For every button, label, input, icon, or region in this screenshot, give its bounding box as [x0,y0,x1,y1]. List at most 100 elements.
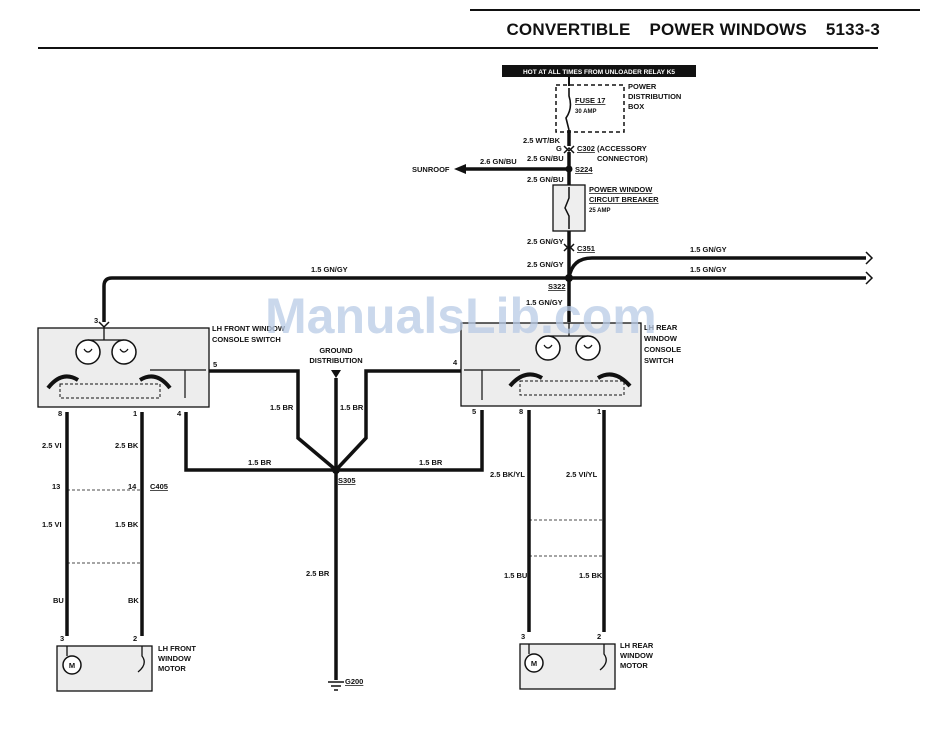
circuit-breaker-symbol [564,187,570,229]
sunroof-arrow-icon [454,164,466,174]
fuse-symbol [565,88,572,131]
fuse-name: FUSE 17 [575,96,605,105]
front-motor-internal-wiring [66,646,145,673]
rear-wire-a-top: 2.5 BK/YL [490,470,525,479]
wire-after-c351-label: 2.5 GN/GY [527,260,564,269]
front-switch-lamp-filaments [83,348,129,353]
rear-motor-label-2: WINDOW [620,651,654,660]
rear-switch-link [519,380,625,396]
power-distribution-box [555,84,625,133]
front-wire-a-top: 2.5 VI [42,441,62,450]
connector-desc-1: (ACCESSORY [597,144,647,153]
wire-front-pin4-label: 1.5 BR [248,458,272,467]
rear-motor-label-1: LH REAR [620,641,654,650]
wire-rear-pin5-label: 1.5 BR [419,458,443,467]
header-rule-top [470,9,920,11]
rear-motor-icon [524,653,544,673]
header-system: POWER WINDOWS [649,20,807,39]
splice-s224: S224 [575,165,593,174]
connector-desc-2: CONNECTOR) [597,154,648,163]
wire-front-pin4-ground [184,412,336,472]
ground-distribution-arrow-icon [331,370,341,378]
front-motor-label-1: LH FRONT [158,644,196,653]
wire-ground-left-label: 1.5 BR [270,403,294,412]
connector-c302: C302 [577,144,595,153]
front-switch-pin-3-arrow [98,321,110,329]
wire-right-upper-label: 1.5 GN/GY [690,245,727,254]
ground-dist-label-1: GROUND [319,346,353,355]
front-switch-label-1: LH FRONT WINDOW [212,324,286,333]
rear-switch-label-4: SWITCH [644,356,674,365]
pdb-label-2: DISTRIBUTION [628,92,681,101]
ground-symbol-icon [328,681,344,691]
rear-motor-pin-3: 3 [521,632,525,641]
wire-left-label: 1.5 GN/GY [311,265,348,274]
rear-switch-label-2: WINDOW [644,334,678,343]
front-wire-a-low: BU [53,596,64,605]
wire-cb-out-label: 2.5 GN/GY [527,237,564,246]
front-motor-pin-2: 2 [133,634,137,643]
front-motor-symbol: M [69,661,75,670]
rear-switch-lamp-filaments [543,344,593,349]
rear-switch-label-1: LH REAR [644,323,678,332]
front-conn-pin-13: 13 [52,482,60,491]
wire-ground-right-branch [334,369,461,472]
cb-label-1: POWER WINDOW [589,185,653,194]
wire-sunroof-label: 2.6 GN/BU [480,157,517,166]
wire-to-rear-switch-label: 1.5 GN/GY [526,298,563,307]
wire-to-cb-label: 2.5 GN/BU [527,175,564,184]
wire-to-ground-label: 2.5 BR [306,569,330,578]
front-conn-pin-14: 14 [128,482,137,491]
connector-c302-symbol [563,145,575,154]
rear-switch-label-3: CONSOLE [644,345,681,354]
header-page-number: 5133-3 [825,20,880,39]
front-switch-pin-8: 8 [58,409,62,418]
connector-c351: C351 [577,244,595,253]
watermark: ManualsLib.com [265,288,657,344]
sunroof-label: SUNROOF [412,165,450,174]
wire-ground-left-branch [209,369,338,472]
rear-motor-internal-wiring [528,644,607,671]
wire-right-lower-arrow-icon [865,271,874,285]
wire-connector-out-label: 2.5 GN/BU [527,154,564,163]
front-wire-b-top: 2.5 BK [115,441,139,450]
header-rule-bottom [38,47,878,49]
connector-c405: C405 [150,482,168,491]
front-switch-link [59,383,161,399]
front-motor-label-2: WINDOW [158,654,192,663]
front-switch-pin-3: 3 [94,316,98,325]
rear-switch-pin-8: 8 [519,407,523,416]
ground-point-g200: G200 [345,677,363,686]
pdb-label-3: BOX [628,102,644,111]
hot-at-all-times-label: HOT AT ALL TIMES FROM UNLOADER RELAY K5 [523,69,675,76]
rear-switch-rocker-icon [508,372,632,388]
pdb-label-1: POWER [628,82,657,91]
cb-rating: 25 AMP [589,208,610,214]
front-wire-b-mid: 1.5 BK [115,520,139,529]
cb-label-2: CIRCUIT BREAKER [589,195,659,204]
front-switch-pin-4: 4 [177,409,182,418]
splice-s322: S322 [548,282,566,291]
rear-wire-b-top: 2.5 VI/YL [566,470,598,479]
front-switch-label-2: CONSOLE SWITCH [212,335,281,344]
wire-right-upper-arrow-icon [865,251,874,265]
front-wire-b-low: BK [128,596,139,605]
wire-right-upper [567,256,866,279]
front-switch-rocker-icon [46,374,172,390]
rear-motor-pin-2: 2 [597,632,601,641]
wire-left-feed [102,276,569,322]
page-header: CONVERTIBLE POWER WINDOWS 5133-3 [0,20,880,40]
rear-motor-label-3: MOTOR [620,661,648,670]
header-section: CONVERTIBLE [506,20,631,39]
front-motor-pin-3: 3 [60,634,64,643]
splice-s305: S305 [338,476,356,485]
rear-switch-pin-4: 4 [453,358,458,367]
rear-wire-a-low: 1.5 BU [504,571,527,580]
wire-right-lower-label: 1.5 GN/GY [690,265,727,274]
connector-pin-g: G [556,144,562,153]
wire-ground-right-label: 1.5 BR [340,403,364,412]
front-switch-pin-5: 5 [213,360,217,369]
hot-at-all-times-banner [502,65,696,77]
front-switch-pin-1: 1 [133,409,137,418]
